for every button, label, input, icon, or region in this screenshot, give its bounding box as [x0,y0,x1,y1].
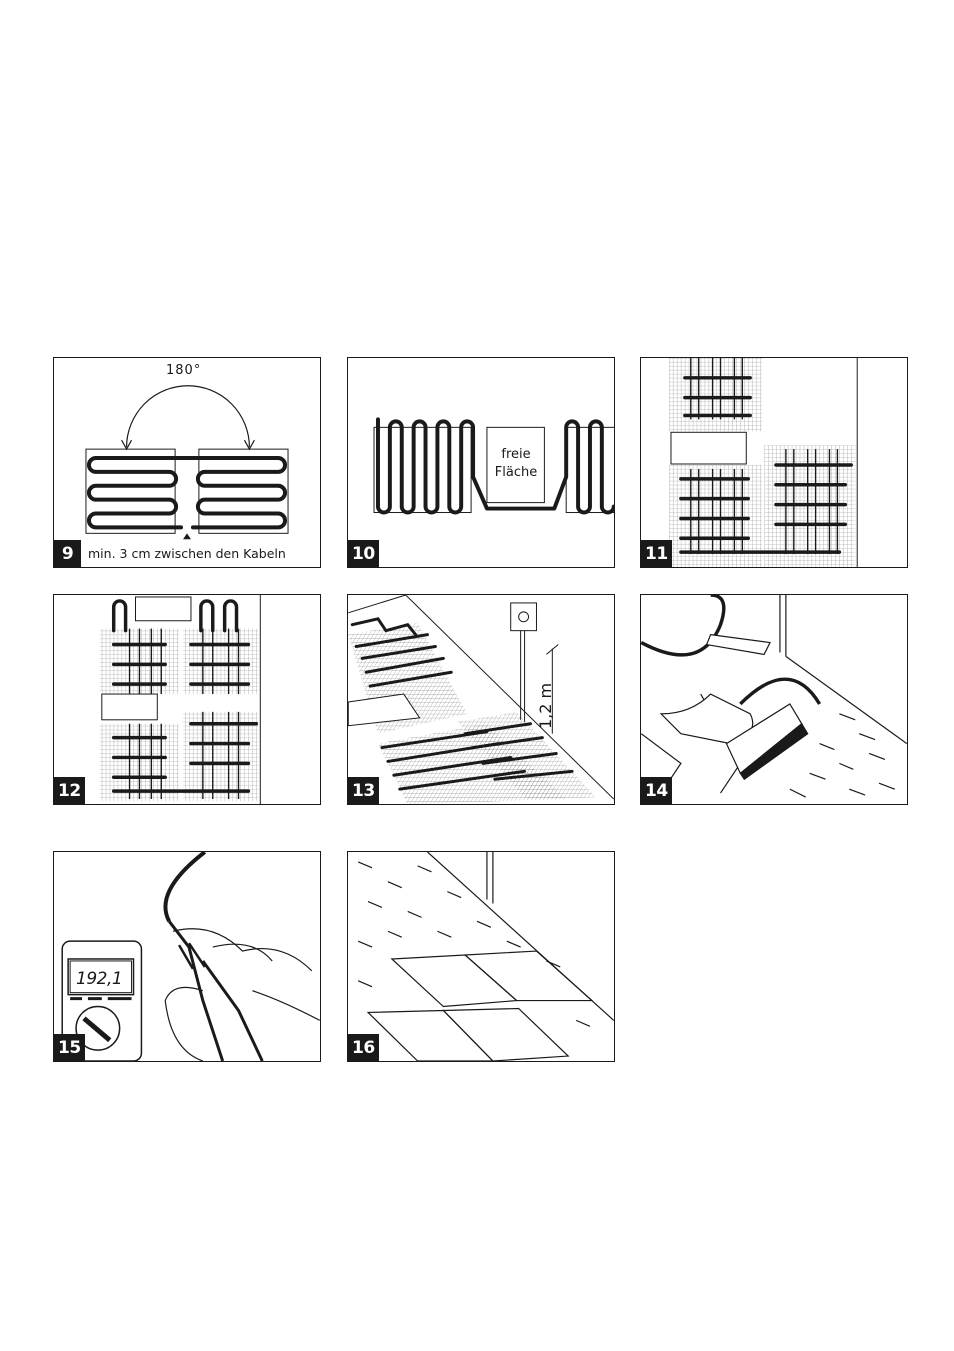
free-area-diagram [373,417,614,515]
step-15-badge: 15 [54,1034,85,1061]
cable-spacing-caption: min. 3 cm zwischen den Kabeln [88,546,286,561]
mat-layout-diagram [99,595,261,804]
step-13-panel: 1,2 m 13 [347,594,615,805]
step-10-panel: freie Fläche 10 [347,357,615,568]
adhesive-spreading-illustration [641,595,907,798]
cable-loop-diagram [85,385,289,540]
step-16-badge: 16 [348,1034,379,1061]
step-12-badge: 12 [54,777,85,804]
mat-cut-diagram [669,358,858,567]
step-11-panel: 11 [640,357,908,568]
step-10-badge: 10 [348,540,379,567]
height-label: 1,2 m [536,682,555,729]
step-9-panel: 180° min. 3 cm zwischen den Kabeln 9 [53,357,321,568]
step-16-panel: 16 [347,851,615,1062]
resistance-measurement-illustration [61,852,320,1061]
step-11-badge: 11 [641,540,672,567]
step-14-badge: 14 [641,777,672,804]
step-15-panel: 192,1 15 [53,851,321,1062]
thermostat-height-diagram [348,595,614,804]
tile-laying-illustration [357,852,614,1061]
step-12-panel: 12 [53,594,321,805]
step-9-badge: 9 [54,540,81,567]
step-13-badge: 13 [348,777,379,804]
step-14-panel: 14 [640,594,908,805]
angle-label: 180° [166,363,202,378]
free-area-label: freie Fläche [494,447,538,480]
multimeter-display: 192,1 [76,969,123,989]
